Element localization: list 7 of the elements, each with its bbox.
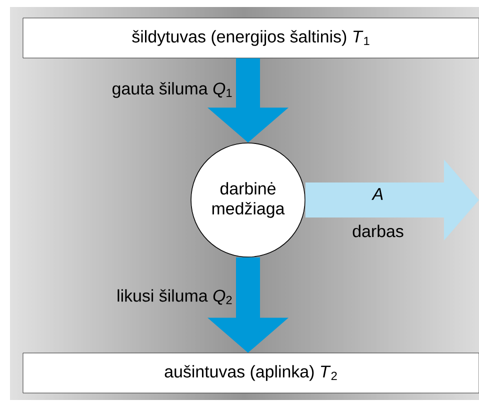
edge-label: gauta šiluma Q$_{1}$	[112, 82, 232, 98]
circle-node: darbinė medžiaga	[190, 142, 306, 258]
label-box: aušintuvas (aplinka) T$_{2}$	[22, 352, 479, 394]
label-box: šildytuvas (energijos šaltinis) T$_{1}$	[22, 18, 479, 58]
edge-label: likusi šiluma Q$_{2}$	[118, 289, 232, 305]
edge-label: A	[372, 188, 383, 200]
text-label: darbas	[352, 224, 404, 238]
